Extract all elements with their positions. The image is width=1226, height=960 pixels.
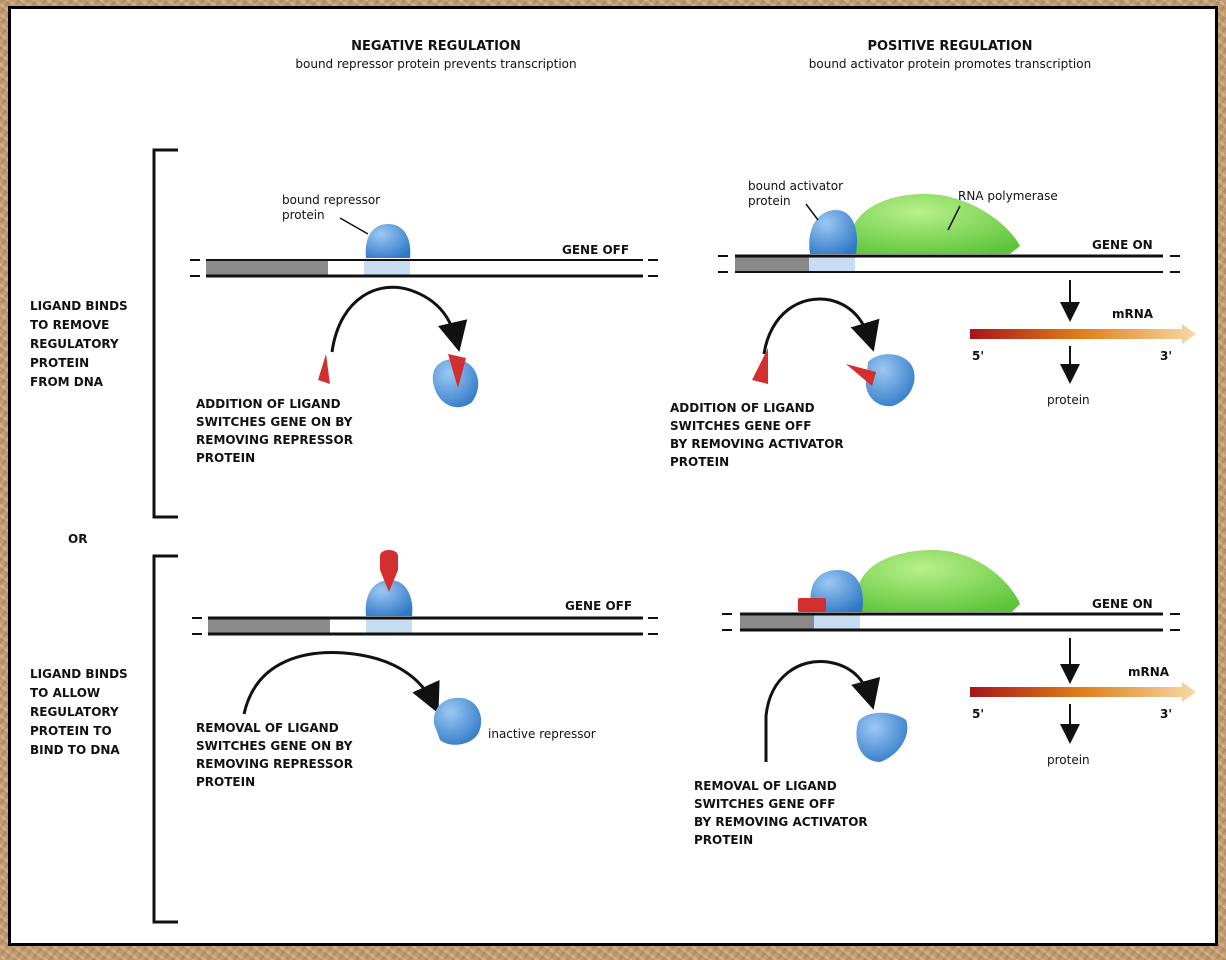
mrna-strand [970,324,1196,344]
activator-with-ligand [865,354,915,407]
bottom-bracket [152,554,178,924]
ligand [380,550,398,592]
repressor-with-ligand [432,359,479,408]
q2-panel: bound activator protein RNA polymerase G… [670,179,1196,469]
bound-activator-label: protein [748,194,791,208]
curved-arrow [330,285,468,353]
promoter-region [740,615,814,629]
q2-caption: SWITCHES GENE OFF [670,419,811,433]
rna-polymerase [849,193,1020,254]
mrna-strand [970,682,1196,702]
curved-arrow [242,651,440,715]
bound-repressor-protein [365,224,411,258]
neg-subtitle: bound repressor protein prevents transcr… [295,57,576,71]
five-prime-label: 5' [972,349,984,363]
q4-caption: PROTEIN [694,833,753,847]
three-prime-label: 3' [1160,349,1172,363]
q4-caption: REMOVAL OF LIGAND [694,779,837,793]
side-bottom-line: BIND TO DNA [30,743,120,757]
q1-caption: PROTEIN [196,451,255,465]
inactive-repressor-label: inactive repressor [488,727,596,741]
mrna-label: mRNA [1112,307,1154,321]
top-bracket [152,148,178,519]
bound-activator-protein [809,210,858,254]
q1-caption: ADDITION OF LIGAND [196,397,341,411]
side-bottom-line: PROTEIN TO [30,724,112,738]
q4-panel: GENE ON mRNA 5' 3' protein REMOVAL OF LI… [694,549,1196,847]
bound-repressor-label: bound repressor [282,193,380,207]
side-top-line: TO REMOVE [30,318,109,332]
protein-label: protein [1047,753,1090,767]
neg-title: NEGATIVE REGULATION [351,39,521,54]
pos-subtitle: bound activator protein promotes transcr… [809,57,1091,71]
inactive-repressor [433,697,482,745]
q3-caption: REMOVAL OF LIGAND [196,721,339,735]
curved-arrow [762,297,880,355]
side-top-line: LIGAND BINDS [30,299,128,313]
side-bottom-line: LIGAND BINDS [30,667,128,681]
or-label: OR [68,532,87,546]
pos-title: POSITIVE REGULATION [867,39,1032,54]
promoter-region [735,257,809,271]
q2-caption: ADDITION OF LIGAND [670,401,815,415]
promoter-region [208,619,330,633]
rna-polymerase [856,549,1020,612]
q3-caption: REMOVING REPRESSOR [196,757,353,771]
q1-caption: SWITCHES GENE ON BY [196,415,353,429]
diagram-panel [8,6,1218,946]
bound-repressor-with-ligand [365,580,413,616]
label-pointer [339,217,369,235]
ligand [752,348,768,384]
q2-caption: BY REMOVING ACTIVATOR [670,437,844,451]
label-pointer [805,203,819,221]
q1-panel: bound repressor protein GENE OFF ADDITIO… [190,193,658,465]
five-prime-label: 5' [972,707,984,721]
bound-activator-label: bound activator [748,179,843,193]
ligand [846,364,876,386]
side-label-top: LIGAND BINDS TO REMOVE REGULATORY PROTEI… [30,299,128,389]
gene-off-label: GENE OFF [562,243,629,257]
rna-polymerase-label: RNA polymerase [958,189,1058,203]
side-top-line: PROTEIN [30,356,89,370]
curved-arrow [764,659,881,762]
ligand [798,598,826,612]
protein-label: protein [1047,393,1090,407]
activator-binding-site [809,257,855,271]
three-prime-label: 3' [1160,707,1172,721]
operator-region [364,261,410,275]
label-pointer [947,205,961,231]
gene-off-label: GENE OFF [565,599,632,613]
gene-on-label: GENE ON [1092,238,1153,252]
promoter-region [206,261,328,275]
side-bottom-line: REGULATORY [30,705,119,719]
q2-caption: PROTEIN [670,455,729,469]
released-activator [856,712,908,762]
q3-panel: GENE OFF inactive repressor REMOVAL OF L… [192,550,658,789]
ligand [448,354,466,388]
q3-caption: PROTEIN [196,775,255,789]
bound-repressor-label: protein [282,208,325,222]
ligand [318,354,330,384]
q3-caption: SWITCHES GENE ON BY [196,739,353,753]
side-bottom-line: TO ALLOW [30,686,100,700]
side-label-bottom: LIGAND BINDS TO ALLOW REGULATORY PROTEIN… [30,667,128,757]
q4-caption: SWITCHES GENE OFF [694,797,835,811]
mrna-label: mRNA [1128,665,1170,679]
side-top-line: FROM DNA [30,375,104,389]
gene-on-label: GENE ON [1092,597,1153,611]
operator-region [366,619,412,633]
side-top-line: REGULATORY [30,337,119,351]
activator-binding-site [814,615,860,629]
q4-caption: BY REMOVING ACTIVATOR [694,815,868,829]
q1-caption: REMOVING REPRESSOR [196,433,353,447]
